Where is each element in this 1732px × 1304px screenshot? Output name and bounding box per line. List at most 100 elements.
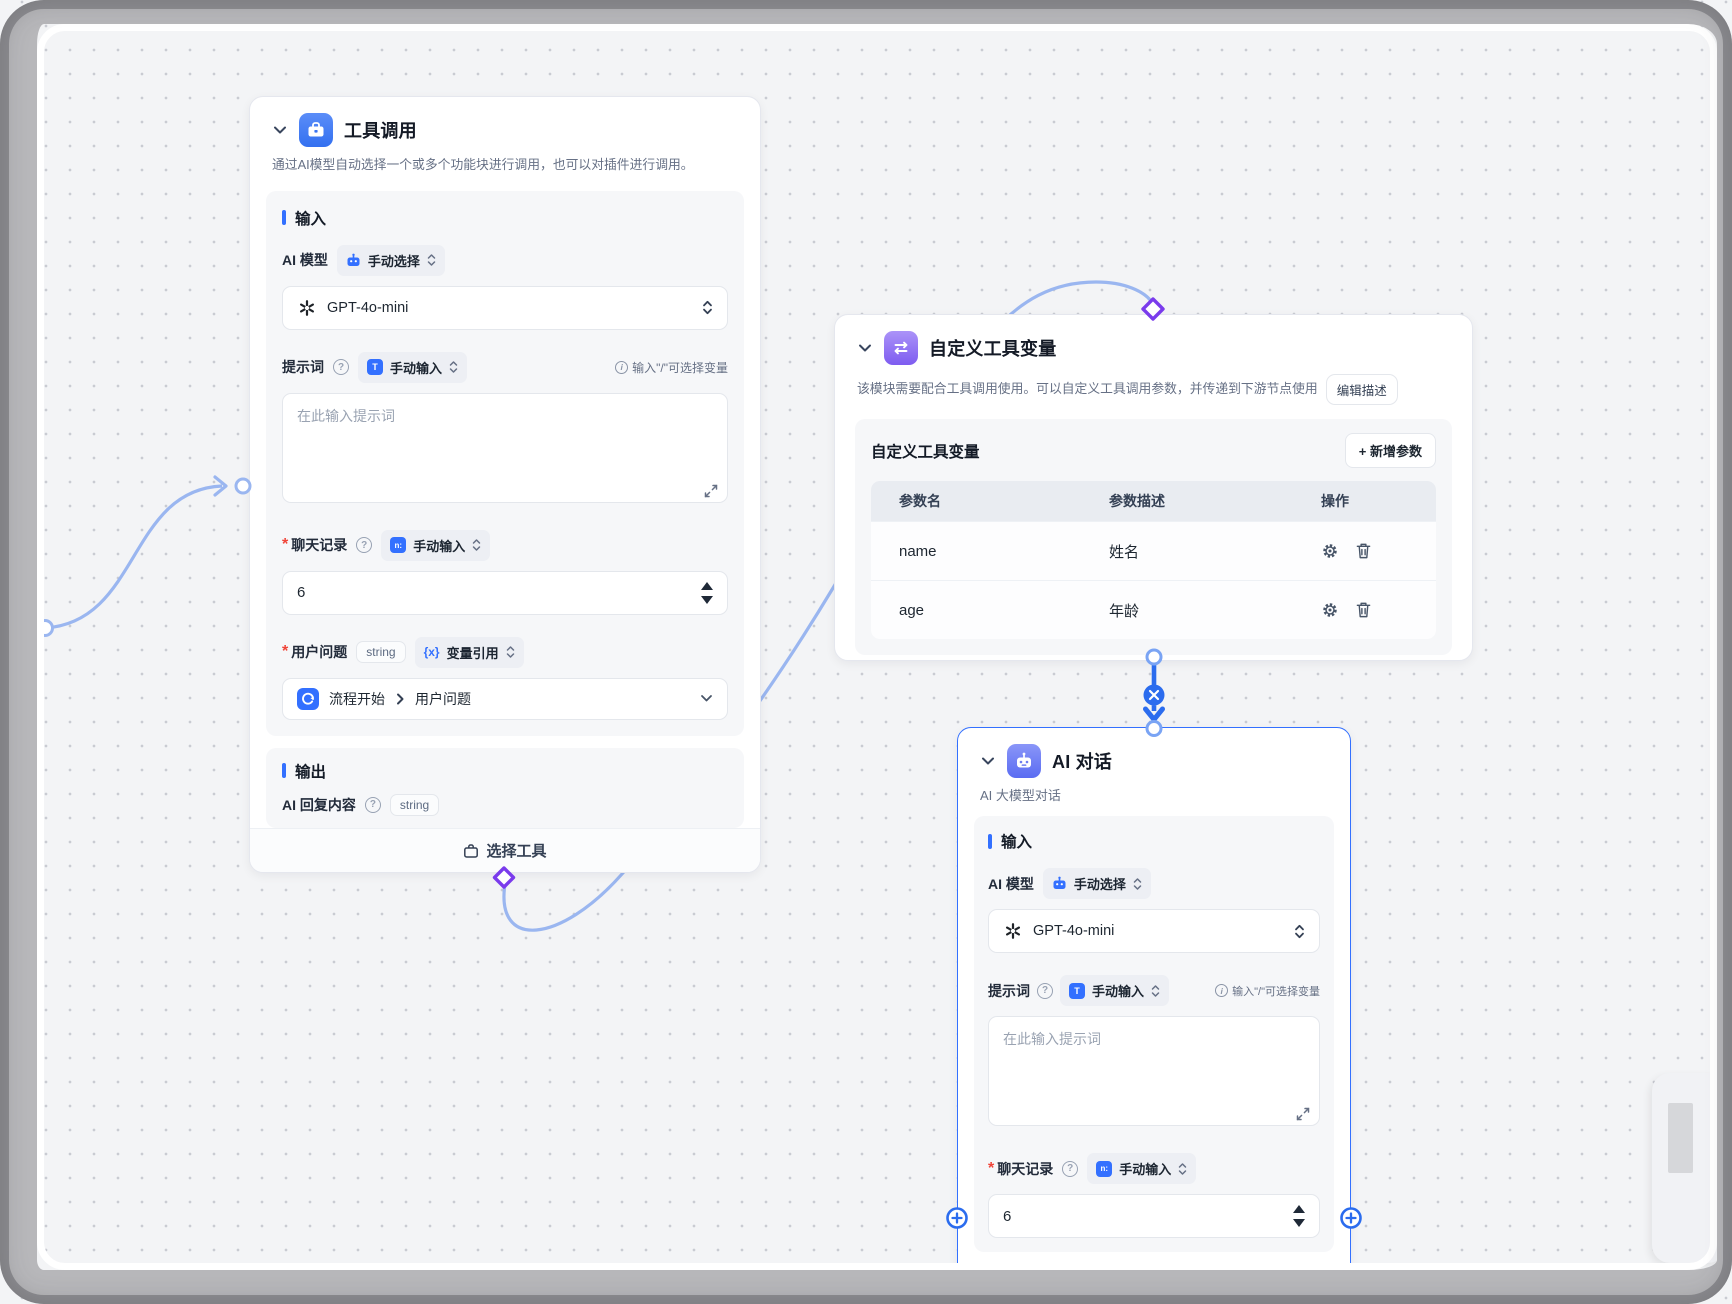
- col-param-name: 参数名: [899, 493, 941, 509]
- gear-icon[interactable]: [1321, 542, 1339, 560]
- chevron-updown-icon: [427, 254, 436, 266]
- history-icon: n:: [1096, 1160, 1113, 1177]
- step-up-icon[interactable]: [1293, 1205, 1305, 1213]
- type-tag: string: [389, 793, 440, 816]
- question-label: 用户问题: [291, 644, 348, 661]
- help-icon[interactable]: ?: [1062, 1160, 1079, 1177]
- prompt-textarea[interactable]: [988, 1016, 1320, 1126]
- node-title: AI 对话: [1052, 752, 1113, 772]
- node-tool-call[interactable]: 工具调用 通过AI模型自动选择一个或多个功能块进行调用，也可以对插件进行调用。 …: [249, 96, 761, 873]
- param-name: age: [899, 601, 925, 619]
- toolbox-icon: [299, 113, 333, 147]
- step-down-icon[interactable]: [1293, 1219, 1305, 1227]
- output-label: AI 回复内容: [282, 796, 356, 813]
- help-icon[interactable]: ?: [1037, 982, 1053, 999]
- crumb-source: 流程开始: [329, 690, 385, 707]
- add-param-button[interactable]: + 新增参数: [1344, 433, 1436, 468]
- chevron-down-icon: [701, 695, 712, 702]
- prompt-label: 提示词: [988, 982, 1030, 999]
- model-label: AI 模型: [282, 252, 328, 269]
- chevron-updown-icon: [473, 539, 481, 551]
- output-section-title: 输出: [282, 760, 728, 782]
- chevron-updown-icon: [1179, 1162, 1187, 1175]
- sliders-icon: [884, 331, 918, 365]
- text-input-icon: T: [367, 359, 383, 376]
- chevron-right-icon: [397, 693, 404, 705]
- variable-ref-icon: {x}: [423, 645, 440, 660]
- help-icon[interactable]: ?: [333, 359, 349, 376]
- required-mark: *: [282, 643, 289, 661]
- side-panel[interactable]: [1652, 1073, 1726, 1263]
- type-tag: string: [356, 641, 406, 664]
- required-mark: *: [282, 536, 289, 554]
- history-mode-chip[interactable]: n: 手动输入: [381, 529, 491, 561]
- prompt-mode-chip[interactable]: T 手动输入: [1060, 975, 1170, 1006]
- history-number-input[interactable]: [1003, 1207, 1260, 1225]
- expand-icon[interactable]: [1296, 1107, 1310, 1121]
- expand-icon[interactable]: [704, 484, 718, 498]
- chevron-updown-icon: [1151, 984, 1160, 997]
- param-name: name: [899, 542, 937, 560]
- params-table: 参数名 参数描述 操作 name 姓名: [871, 481, 1436, 639]
- model-select[interactable]: GPT-4o-mini: [282, 285, 728, 330]
- output-panel: 输出 AI 回复内容 ? string: [266, 747, 744, 828]
- chevron-updown-icon: [506, 646, 514, 658]
- chevron-updown-icon: [703, 300, 712, 315]
- gear-icon[interactable]: [1321, 601, 1339, 619]
- question-variable-select[interactable]: 流程开始 用户问题: [282, 677, 728, 720]
- side-panel-thumb: [1668, 1103, 1693, 1173]
- col-param-desc: 参数描述: [1109, 493, 1165, 509]
- chevron-updown-icon: [1295, 924, 1304, 938]
- trash-icon[interactable]: [1355, 601, 1372, 619]
- chevron-updown-icon: [449, 361, 458, 373]
- help-icon[interactable]: ?: [364, 796, 381, 813]
- history-number-input[interactable]: [297, 584, 651, 602]
- model-name: GPT-4o-mini: [1033, 923, 1115, 939]
- node-ai-chat[interactable]: AI 对话 AI 大模型对话 输入 AI 模型 手动选择: [957, 727, 1351, 1304]
- collapse-chevron-icon[interactable]: [272, 122, 288, 138]
- step-up-icon[interactable]: [701, 581, 713, 590]
- prompt-mode-chip[interactable]: T 手动输入: [358, 351, 468, 383]
- edit-description-button[interactable]: 编辑描述: [1325, 374, 1398, 405]
- prompt-hint: i 输入"/"可选择变量: [615, 359, 728, 376]
- model-select[interactable]: GPT-4o-mini: [988, 909, 1320, 953]
- info-icon: i: [615, 360, 629, 374]
- col-operations: 操作: [1321, 493, 1349, 509]
- history-number-field[interactable]: [988, 1194, 1320, 1238]
- input-panel: 输入 AI 模型 手动选择: [974, 816, 1334, 1252]
- help-icon[interactable]: ?: [356, 537, 373, 554]
- node-title: 自定义工具变量: [929, 339, 1057, 359]
- node-title: 工具调用: [344, 121, 417, 141]
- history-mode-chip[interactable]: n: 手动输入: [1087, 1153, 1197, 1184]
- history-label: 聊天记录: [997, 1160, 1054, 1177]
- input-panel: 输入 AI 模型 手动选择: [266, 190, 744, 736]
- section-bar: [282, 763, 286, 779]
- question-mode-chip[interactable]: {x} 变量引用: [414, 636, 524, 668]
- collapse-chevron-icon[interactable]: [980, 753, 996, 769]
- panel-title: 自定义工具变量: [871, 443, 980, 461]
- number-stepper[interactable]: [701, 572, 713, 614]
- prompt-hint: i 输入"/"可选择变量: [1215, 983, 1320, 999]
- model-mode-chip[interactable]: 手动选择: [336, 244, 445, 276]
- number-stepper[interactable]: [1293, 1195, 1305, 1237]
- text-input-icon: T: [1069, 982, 1085, 999]
- prompt-textarea[interactable]: [282, 392, 728, 503]
- flow-start-icon: [297, 687, 319, 710]
- input-section-title: 输入: [988, 830, 1320, 852]
- section-bar: [988, 833, 992, 849]
- select-tool-button[interactable]: 选择工具: [250, 828, 760, 872]
- ai-robot-icon: [1007, 744, 1041, 778]
- chevron-updown-icon: [1133, 877, 1142, 890]
- table-header-row: 参数名 参数描述 操作: [871, 481, 1436, 521]
- trash-icon[interactable]: [1355, 542, 1372, 560]
- step-down-icon[interactable]: [701, 595, 713, 604]
- collapse-chevron-icon[interactable]: [857, 340, 873, 356]
- model-mode-chip[interactable]: 手动选择: [1042, 868, 1151, 899]
- openai-icon: [299, 299, 314, 316]
- model-name: GPT-4o-mini: [327, 299, 409, 316]
- history-number-field[interactable]: [282, 570, 728, 615]
- node-custom-vars[interactable]: 自定义工具变量 该模块需要配合工具调用使用。可以自定义工具调用参数，并传递到下游…: [834, 314, 1473, 661]
- node-description: 该模块需要配合工具调用使用。可以自定义工具调用参数，并传递到下游节点使用: [857, 381, 1318, 397]
- toolbox-outline-icon: [464, 843, 479, 858]
- table-row: age 年龄: [871, 580, 1436, 639]
